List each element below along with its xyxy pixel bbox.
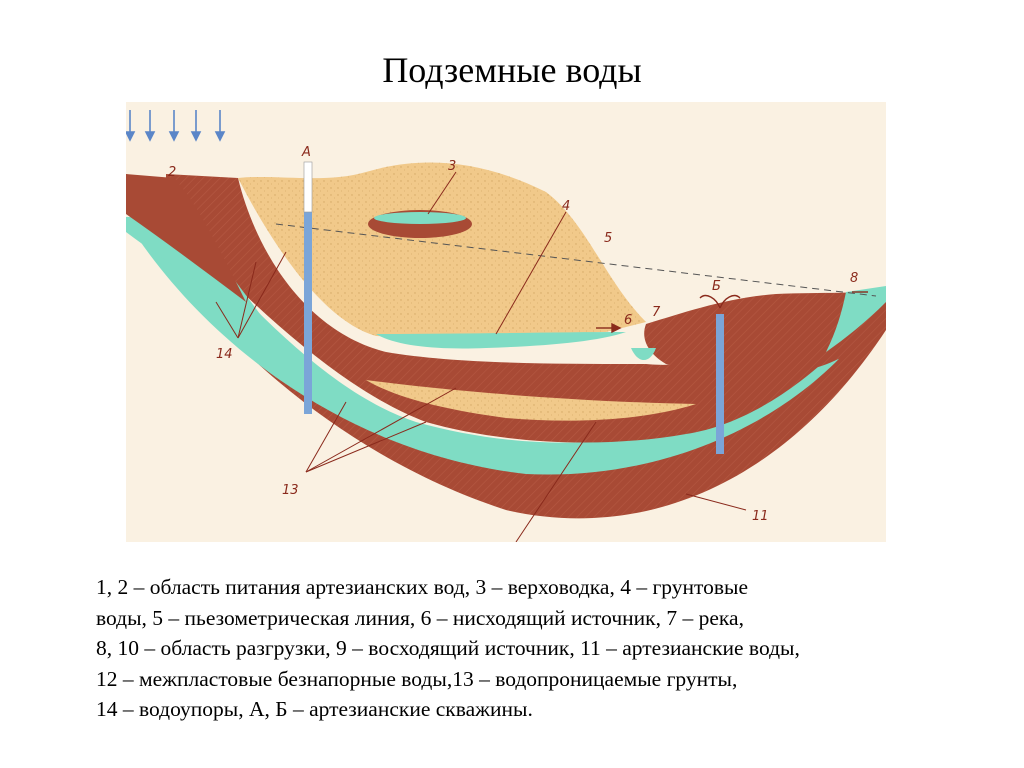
well-b xyxy=(716,314,724,454)
well-a xyxy=(304,162,312,414)
legend: 1, 2 – область питания артезианских вод,… xyxy=(96,572,956,725)
legend-line: 12 – межпластовые безнапорные воды,13 – … xyxy=(96,666,738,691)
legend-line: 1, 2 – область питания артезианских вод,… xyxy=(96,575,749,599)
spring-arrows xyxy=(596,291,868,334)
label-13: 13 xyxy=(282,483,299,498)
label-2: 2 xyxy=(168,165,176,180)
label-4: 4 xyxy=(562,199,570,214)
well-a-top xyxy=(303,161,313,213)
aquiclude-middle-hatch xyxy=(166,174,886,443)
legend-line: 8, 10 – область разгрузки, 9 – восходящи… xyxy=(96,636,800,660)
label-well-a: А xyxy=(301,145,311,160)
label-11: 11 xyxy=(752,509,769,524)
left-aquiclude-top xyxy=(126,174,246,302)
interlayer-sand-lens-dots xyxy=(366,380,696,421)
groundwater-diagram: 2 3 4 5 6 7 8 11 13 14 А Б xyxy=(126,102,886,542)
page-title: Подземные воды xyxy=(382,50,642,90)
legend-line: 14 – водоупоры, А, Б – артезианские сква… xyxy=(96,697,533,721)
label-6: 6 xyxy=(624,313,632,328)
label-5: 5 xyxy=(604,231,612,246)
piezometric-line xyxy=(275,223,877,297)
artesian-water-layer xyxy=(126,214,886,475)
label-14: 14 xyxy=(216,347,233,362)
groundwater-layer xyxy=(376,332,626,349)
perched-water-lens-top xyxy=(374,212,466,224)
right-aquiclude-hill-hatch xyxy=(644,290,886,377)
leader-lines xyxy=(215,171,747,542)
rain-arrows xyxy=(126,110,226,142)
right-discharge-layer xyxy=(826,286,886,352)
label-3: 3 xyxy=(448,159,456,174)
label-well-b: Б xyxy=(712,279,721,294)
river xyxy=(631,348,656,360)
label-8: 8 xyxy=(850,271,858,286)
label-7: 7 xyxy=(652,305,661,320)
left-aquifer-wedge xyxy=(126,214,266,322)
sand-hill-dots xyxy=(238,162,646,337)
legend-line: воды, 5 – пьезометрическая линия, 6 – ни… xyxy=(96,605,744,630)
diagram-canvas: 2 3 4 5 6 7 8 11 13 14 А Б xyxy=(126,102,886,542)
